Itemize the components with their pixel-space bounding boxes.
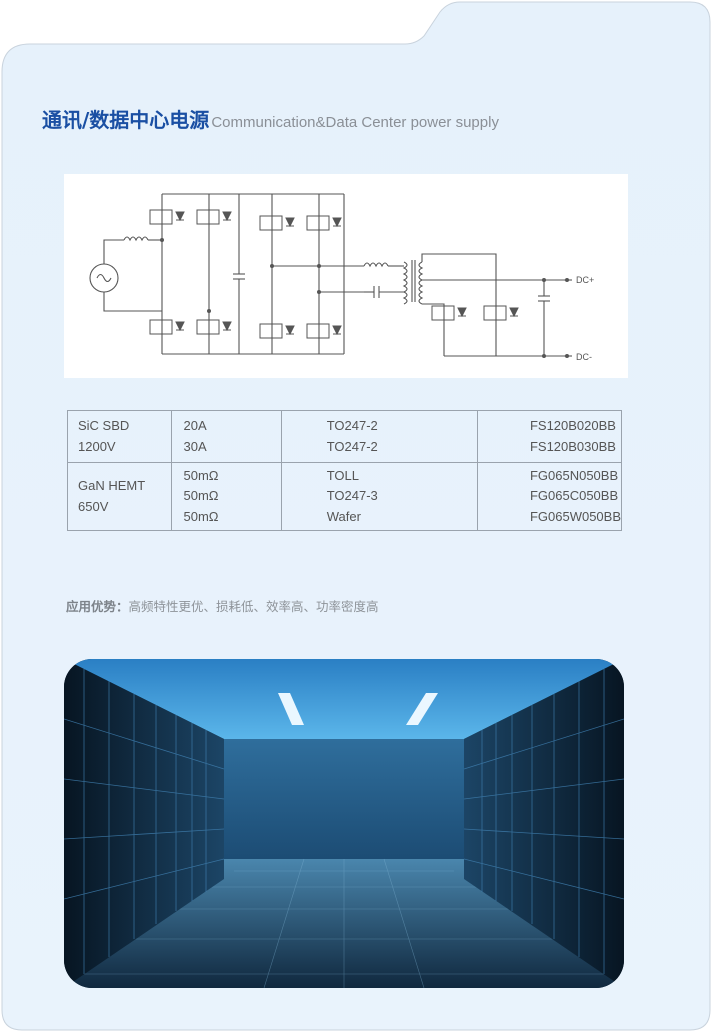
title-english: Communication&Data Center power supply: [211, 114, 499, 131]
category-cell: SiC SBD 1200V: [67, 410, 172, 463]
circuit-diagram: DC+ DC-: [64, 174, 628, 378]
category-cell: GaN HEMT 650V: [67, 462, 172, 531]
application-advantages: 应用优势：高频特性更优、损耗低、效率高、功率密度高: [66, 596, 379, 615]
data-center-image: [64, 659, 624, 988]
package-value: TOLL: [326, 467, 359, 483]
advantages-text: 高频特性更优、损耗低、效率高、功率密度高: [128, 599, 379, 614]
advantages-label: 应用优势：: [66, 599, 129, 614]
package-value: TO247-2: [326, 438, 378, 454]
category-line: GaN HEMT: [78, 478, 146, 493]
part-number-cell: FS120B020BB FS120B030BB: [476, 410, 623, 463]
rating-value: 50mΩ: [183, 467, 219, 483]
part-number-cell: FG065N050BB FG065C050BB FG065W050BB: [476, 462, 623, 531]
rating-value: 50mΩ: [183, 508, 219, 524]
rating-value: 20A: [183, 418, 207, 433]
part-number: FG065C050BB: [529, 488, 619, 504]
dc-plus-label: DC+: [576, 275, 594, 285]
category-line: SiC SBD: [78, 418, 130, 433]
part-number: FS120B020BB: [529, 418, 616, 433]
mosfet-switches: [149, 209, 519, 339]
part-number: FG065W050BB: [529, 508, 621, 524]
server-corridor-illustration: [64, 659, 624, 988]
title-chinese: 通讯/数据中心电源: [42, 108, 210, 132]
inductor-l1-symbol: [123, 236, 149, 242]
circuit-schematic: DC+ DC-: [89, 193, 594, 362]
transformer-primary: [402, 261, 408, 305]
inductor-lr-symbol: [363, 262, 389, 268]
rating-value: 30A: [183, 438, 207, 454]
dc-minus-label: DC-: [576, 352, 592, 362]
rating-value: 50mΩ: [183, 488, 219, 504]
package-value: Wafer: [326, 508, 361, 524]
rating-cell: 50mΩ 50mΩ 50mΩ: [170, 462, 282, 531]
package-value: TO247-2: [326, 418, 378, 433]
category-line: 1200V: [78, 438, 116, 454]
category-line: 650V: [78, 498, 109, 514]
transformer-secondary: [418, 261, 424, 305]
part-number: FG065N050BB: [529, 467, 619, 483]
part-number: FS120B030BB: [529, 438, 616, 454]
package-value: TO247-3: [326, 488, 378, 504]
